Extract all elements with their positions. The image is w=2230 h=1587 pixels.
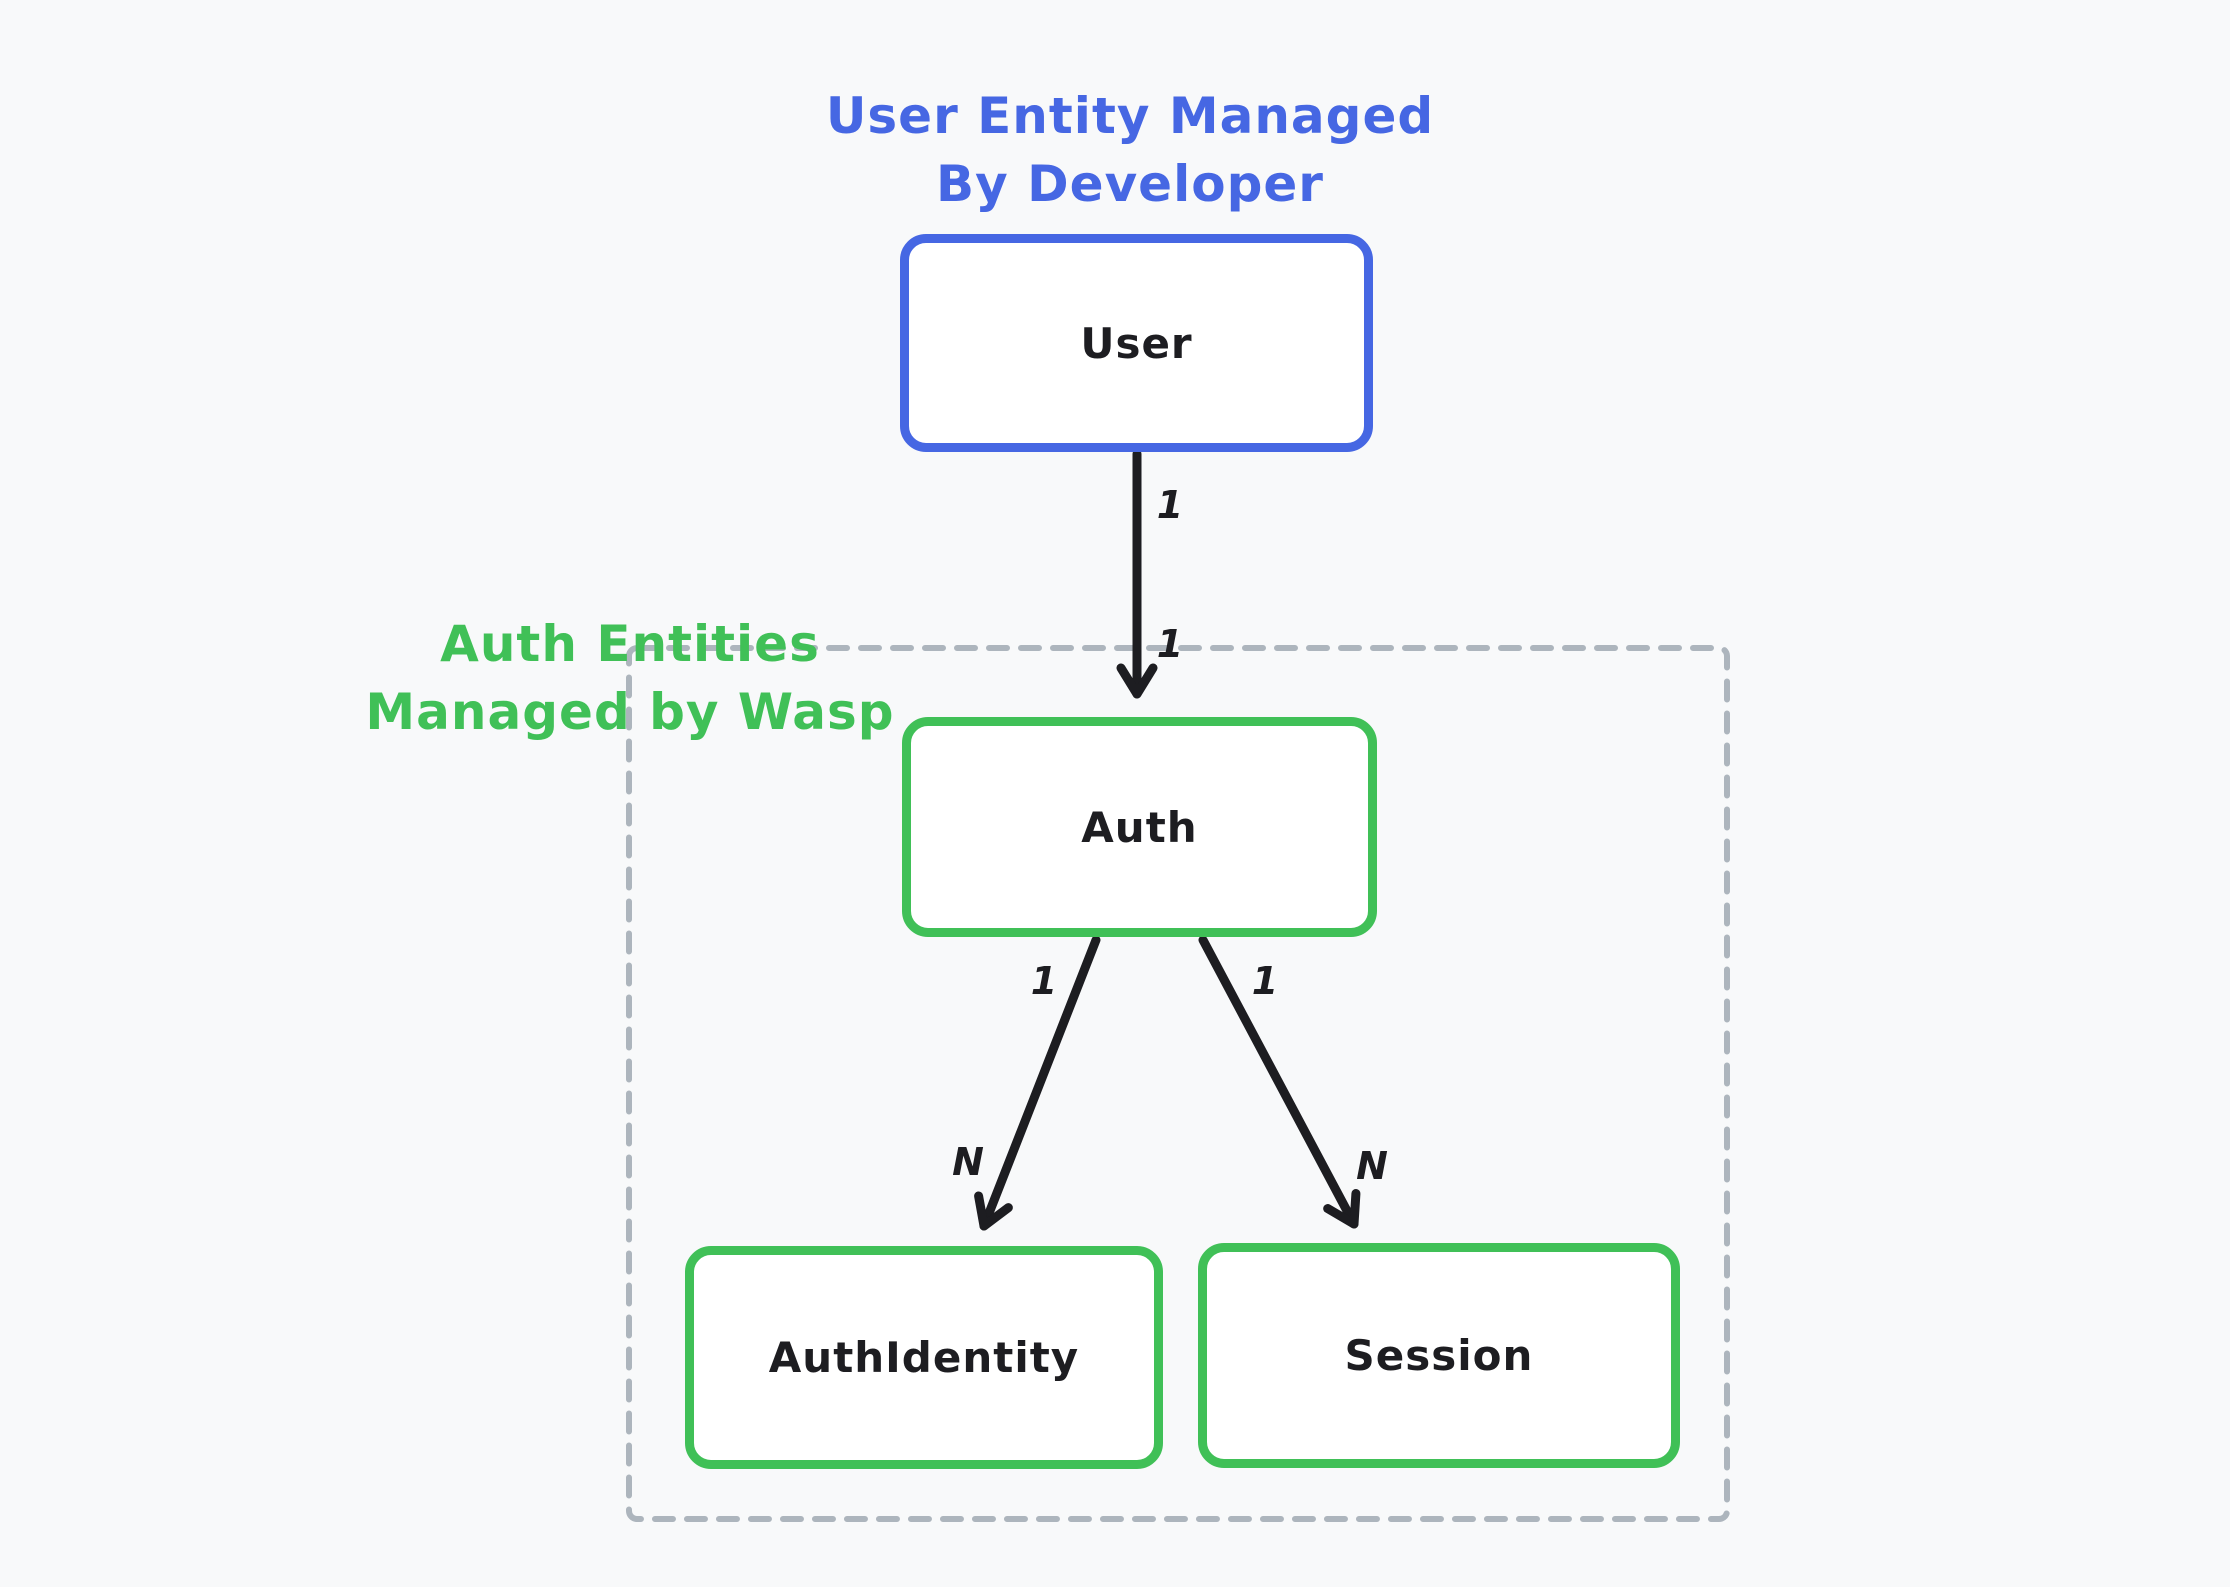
auth-entities-heading-line2: Managed by Wasp [365,683,895,741]
edge-label-auth-authidentity-source: 1 [1030,959,1058,1003]
auth-node-label: Auth [1081,802,1198,852]
user-entity-heading-line1: User Entity Managed [825,87,1435,145]
authidentity-node: AuthIdentity [685,1246,1163,1469]
edge-label-user-auth-target: 1 [1156,622,1184,666]
session-node-label: Session [1344,1331,1534,1380]
user-node: User [900,234,1373,452]
user-entity-heading: User Entity Managed By Developer [680,82,1580,218]
edge-label-auth-session-target: N [1356,1144,1388,1188]
session-node: Session [1198,1243,1680,1468]
edge-label-auth-authidentity-target: N [952,1140,984,1184]
auth-session-arrow [1198,935,1361,1229]
user-node-label: User [1080,318,1193,368]
auth-authidentity-arrow [974,935,1101,1231]
auth-entities-heading: Auth Entities Managed by Wasp [300,610,960,746]
auth-node: Auth [902,717,1377,937]
user-entity-heading-line2: By Developer [936,155,1324,213]
auth-entities-heading-line1: Auth Entities [440,615,820,673]
wasp-managed-group-border [626,645,1730,1522]
edge-label-user-auth-source: 1 [1156,483,1184,527]
edge-label-auth-session-source: 1 [1251,959,1279,1003]
authidentity-node-label: AuthIdentity [768,1333,1080,1382]
